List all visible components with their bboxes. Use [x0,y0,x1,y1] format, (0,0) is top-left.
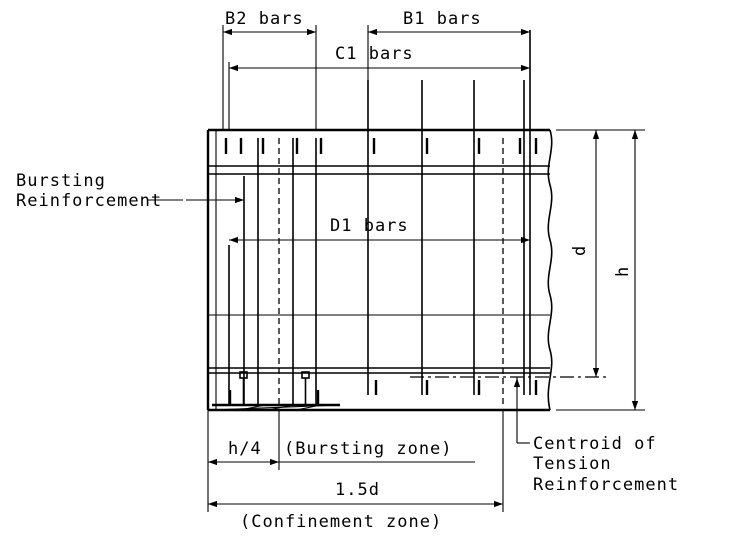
one-point-five-d-label: 1.5d [335,480,380,500]
h-label: h [613,266,633,277]
centroid-label-line1: Centroid of [533,434,657,454]
d-dimension: d [556,129,608,377]
one-point-five-d-dimension: 1.5d (Confinement zone) [208,410,504,532]
d-label: d [570,245,590,256]
c1-bars-dimension: C1 bars [228,44,530,130]
b2-bars-label: B2 bars [225,9,304,29]
bursting-label-line2: Reinforcement [16,191,162,211]
bursting-reinforcement-callout: Bursting Reinforcement [16,171,244,211]
bursting-zone-label: (Bursting zone) [284,439,453,459]
centroid-callout: Centroid of Tension Reinforcement [513,377,679,495]
h-over-4-dimension: h/4 (Bursting zone) [207,410,475,512]
break-line [547,129,553,411]
b2-bars-dimension: B2 bars [222,9,317,130]
h-dimension: h [556,129,645,411]
bearing-plate [211,371,341,411]
b1-bars-label: B1 bars [403,9,482,29]
centroid-label-line2: Tension [533,454,612,474]
bursting-label-line1: Bursting [16,171,106,191]
bar-top-ticks [224,138,538,405]
beam-outline [206,128,553,412]
d1-bars-label: D1 bars [330,216,409,236]
h-over-4-label: h/4 [228,439,262,459]
d1-bars-dimension: D1 bars [229,216,530,244]
centroid-label-line3: Reinforcement [533,475,679,495]
horizontal-reinforcement [208,130,550,410]
c1-bars-label: C1 bars [335,44,414,64]
confinement-zone-label: (Confinement zone) [240,512,442,532]
